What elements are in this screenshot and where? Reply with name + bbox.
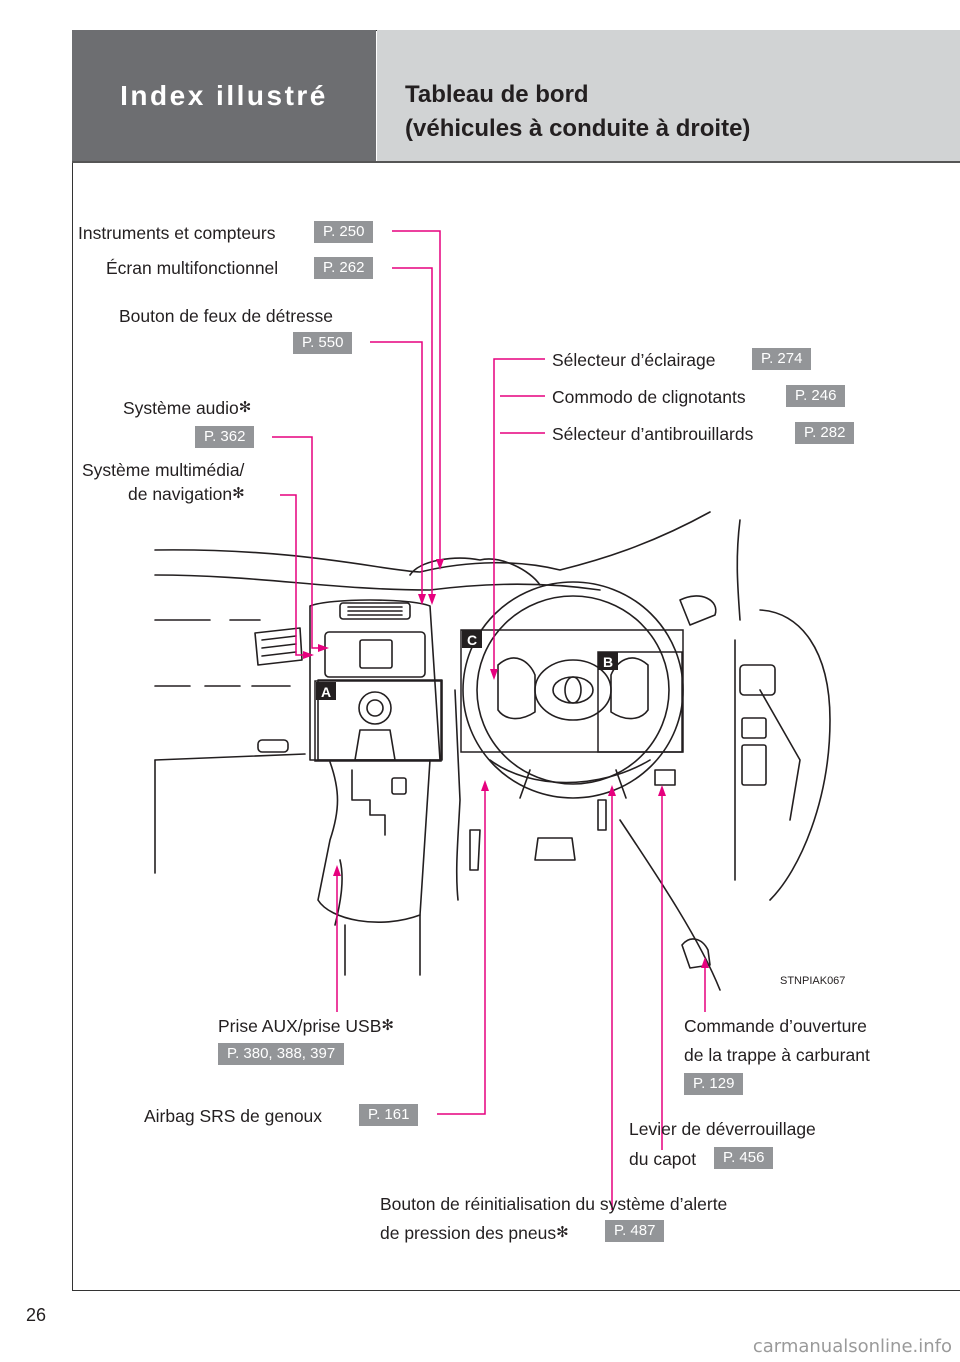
page-ref-airbag[interactable]: P. 161 bbox=[359, 1104, 419, 1126]
page-title-line2: (véhicules à conduite à droite) bbox=[405, 115, 751, 142]
asterisk-icon: ✻ bbox=[381, 1017, 394, 1034]
label-trappe-line2: de la trappe à carburant bbox=[684, 1045, 870, 1065]
section-title: Index illustré bbox=[120, 79, 328, 111]
page-title-line1: Tableau de bord bbox=[405, 81, 589, 108]
label-multimedia-line1: Système multimédia/ bbox=[82, 460, 245, 480]
leader-detresse bbox=[370, 341, 423, 600]
title-header bbox=[377, 30, 960, 161]
label-ecran: Écran multifonctionnel bbox=[106, 258, 279, 278]
leader-eclairage bbox=[493, 358, 545, 675]
page-ref-audio[interactable]: P. 362 bbox=[195, 426, 255, 448]
label-audio: Système audio✻ bbox=[123, 398, 251, 418]
label-detresse: Bouton de feux de détresse bbox=[119, 306, 334, 326]
page-ref-trappe[interactable]: P. 129 bbox=[684, 1073, 744, 1095]
page-ref-pneus[interactable]: P. 487 bbox=[605, 1220, 665, 1242]
page-number: 26 bbox=[26, 1305, 47, 1325]
label-aux-usb: Prise AUX/prise USB✻ bbox=[218, 1016, 394, 1036]
label-clignotants: Commodo de clignotants bbox=[552, 387, 746, 407]
label-capot-line1: Levier de déverrouillage bbox=[629, 1119, 816, 1139]
label-antibrouillards: Sélecteur d’antibrouillards bbox=[552, 424, 754, 444]
leader-multimedia bbox=[280, 494, 310, 656]
label-pneus-text: de pression des pneus bbox=[380, 1223, 557, 1243]
leader-audio bbox=[272, 436, 325, 649]
illustration-code: STNPIAK067 bbox=[780, 975, 846, 987]
label-airbag: Airbag SRS de genoux bbox=[144, 1106, 323, 1126]
page-ref-clignotants[interactable]: P. 246 bbox=[786, 385, 846, 407]
label-eclairage: Sélecteur d’éclairage bbox=[552, 350, 716, 370]
leader-ecran bbox=[392, 267, 433, 600]
label-multimedia-line2: de navigation✻ bbox=[128, 484, 245, 504]
page-ref-antibrouillards[interactable]: P. 282 bbox=[795, 422, 855, 444]
label-trappe-line1: Commande d’ouverture bbox=[684, 1016, 867, 1036]
label-audio-text: Système audio bbox=[123, 398, 239, 418]
section-header: Index illustré bbox=[72, 30, 376, 161]
page-ref-eclairage[interactable]: P. 274 bbox=[752, 348, 812, 370]
page-ref-instruments[interactable]: P. 250 bbox=[314, 221, 374, 243]
label-pneus-line2: de pression des pneus✻ bbox=[380, 1223, 569, 1243]
page-ref-capot[interactable]: P. 456 bbox=[714, 1147, 774, 1169]
page-title: Tableau de bord (véhicules à conduite à … bbox=[405, 78, 750, 146]
label-multimedia-text: de navigation bbox=[128, 484, 233, 504]
marker-a: A bbox=[321, 684, 331, 700]
label-capot-line2: du capot bbox=[629, 1149, 697, 1169]
label-aux-usb-text: Prise AUX/prise USB bbox=[218, 1016, 382, 1036]
leader-airbag bbox=[437, 785, 486, 1115]
asterisk-icon: ✻ bbox=[232, 485, 245, 502]
label-instruments: Instruments et compteurs bbox=[78, 223, 276, 243]
leader-instruments bbox=[392, 230, 441, 565]
marker-c: C bbox=[467, 632, 477, 648]
page-ref-ecran[interactable]: P. 262 bbox=[314, 257, 374, 279]
page-ref-aux-usb[interactable]: P. 380, 388, 397 bbox=[218, 1043, 345, 1065]
header-divider bbox=[72, 161, 960, 163]
asterisk-icon: ✻ bbox=[238, 399, 252, 416]
label-pneus-line1: Bouton de réinitialisation du système d’… bbox=[380, 1194, 728, 1214]
asterisk-icon: ✻ bbox=[556, 1224, 569, 1241]
page-ref-detresse[interactable]: P. 550 bbox=[293, 332, 353, 354]
marker-b: B bbox=[603, 654, 613, 670]
footer-watermark: carmanualsonline.info bbox=[752, 1336, 952, 1357]
